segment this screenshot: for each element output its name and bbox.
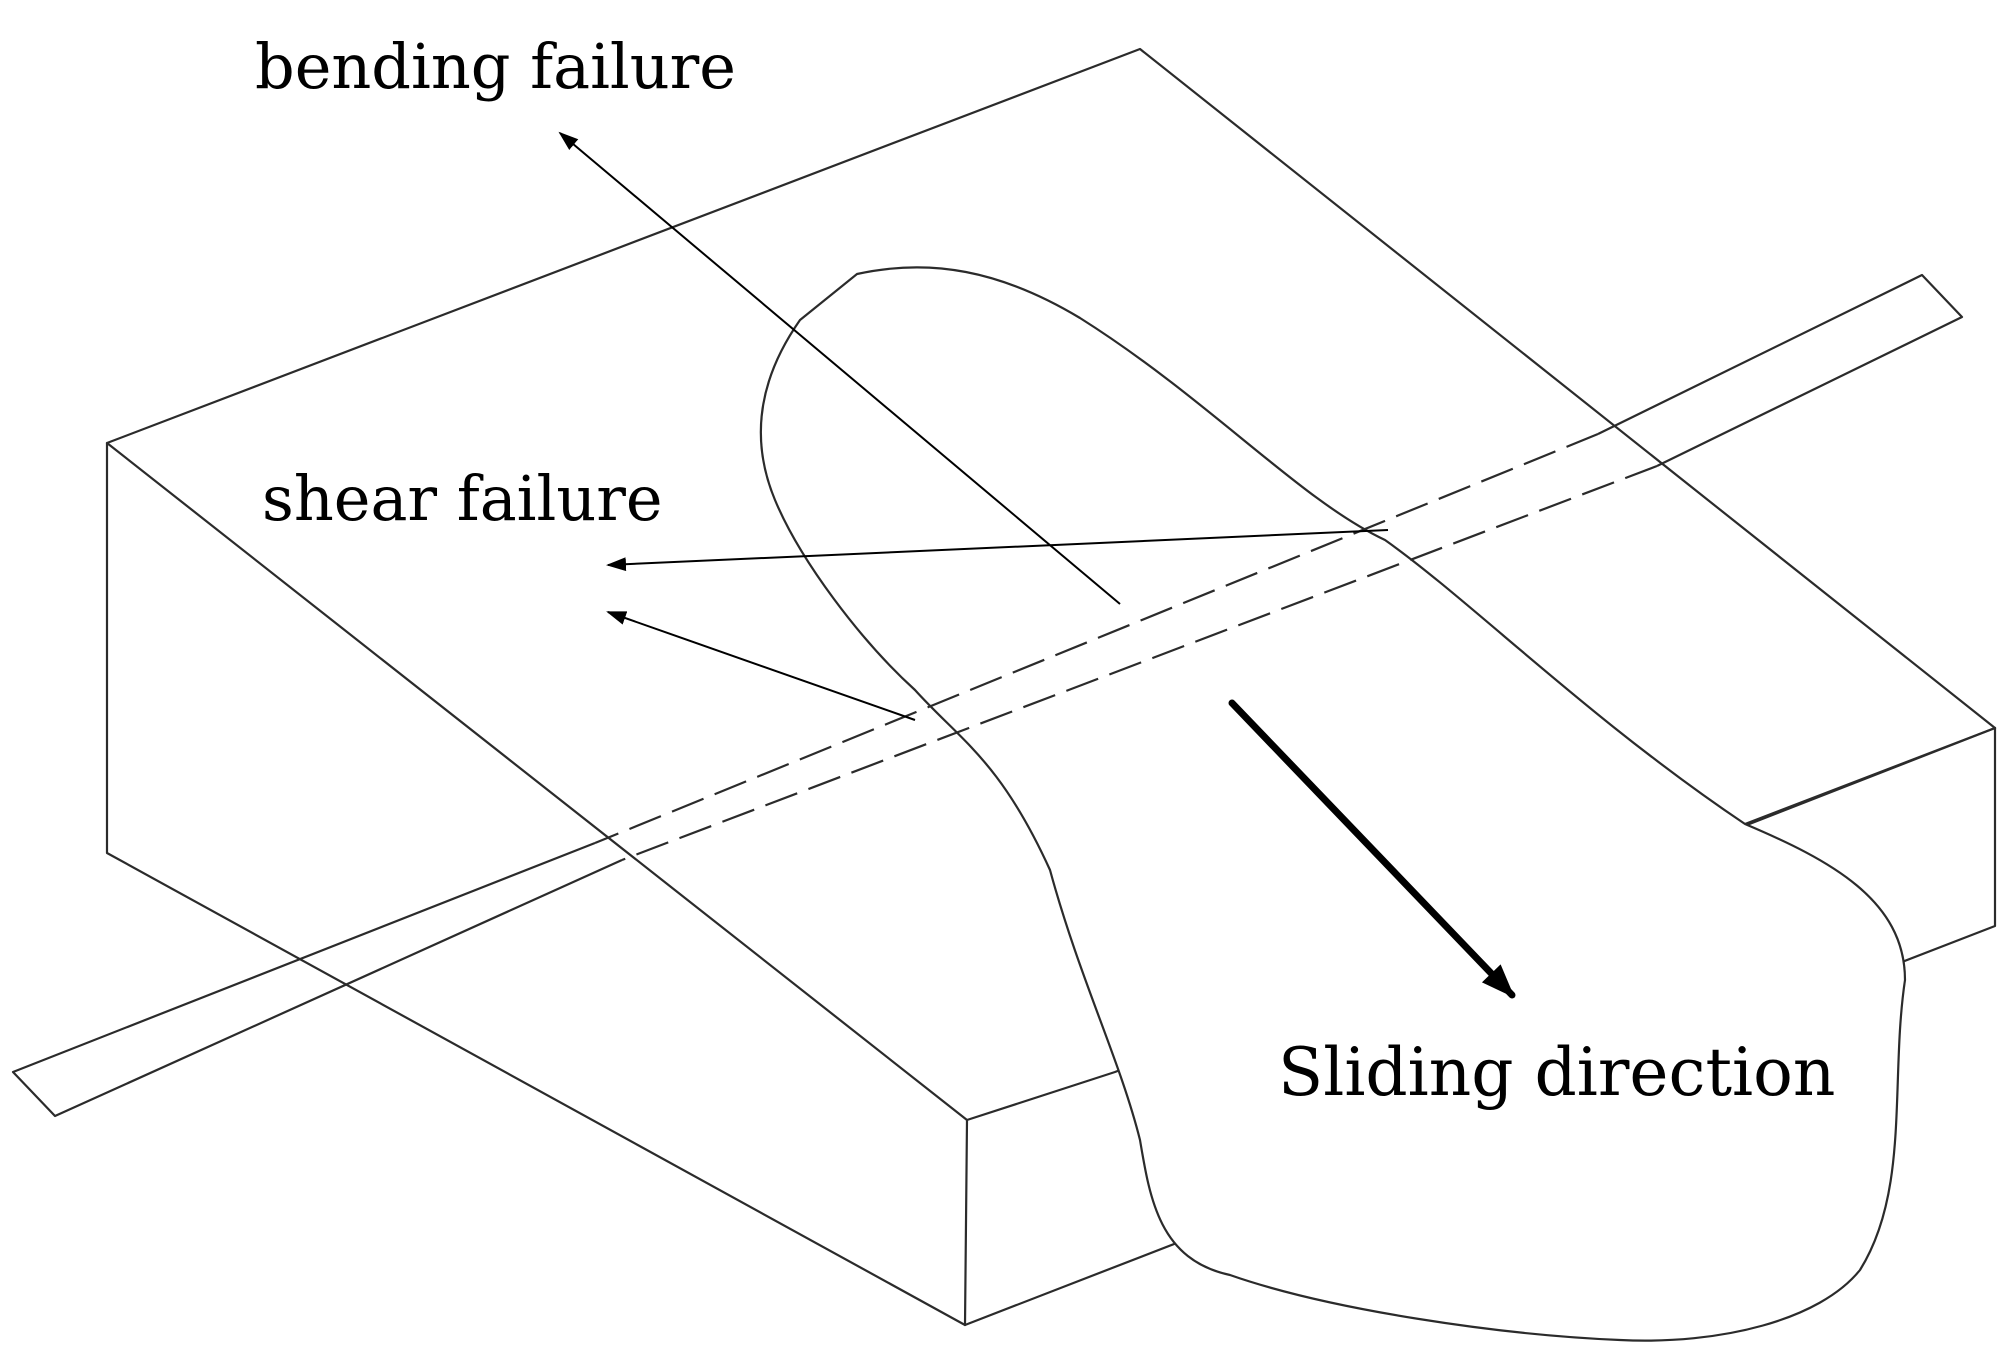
bending-failure-arrow	[558, 131, 1121, 605]
slope-top-surface	[105, 47, 1997, 1327]
sliding-direction-label: Sliding direction	[1278, 1034, 1835, 1111]
pipeline-left-end	[11, 841, 623, 1118]
bending-failure-label: bending failure	[255, 30, 736, 103]
shear-failure-arrow-lower	[606, 611, 916, 721]
sliding-direction-arrow	[1228, 699, 1516, 999]
pipeline-right-end	[1597, 273, 1964, 467]
pipeline-hidden-upper	[594, 432, 1599, 845]
shear-failure-arrow-upper	[606, 529, 1389, 572]
slope-crest-edge	[105, 441, 969, 1122]
shear-failure-label: shear failure	[262, 462, 663, 535]
pipeline-hidden-lower	[621, 464, 1658, 862]
block-front-face-top	[1743, 726, 1997, 826]
